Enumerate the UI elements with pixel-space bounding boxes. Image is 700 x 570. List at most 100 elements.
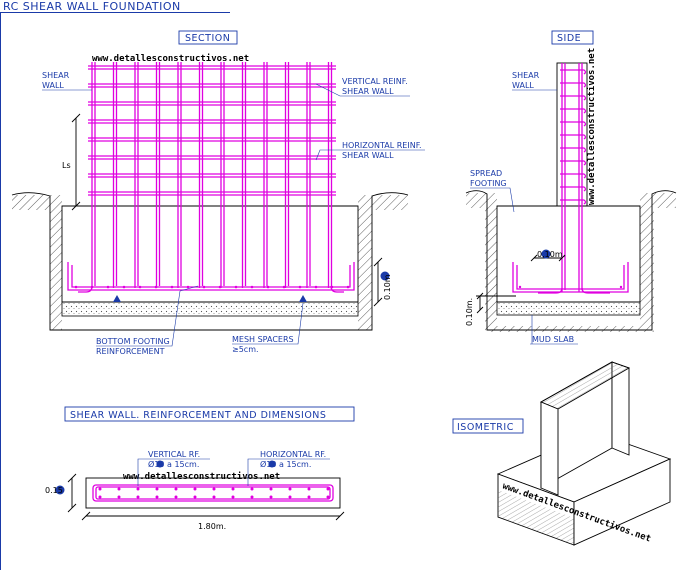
- vertical-rf-leader: [137, 458, 210, 486]
- thickness-dim-label: 0.15: [45, 486, 63, 495]
- mesh-spacers-label-2: ≥5cm.: [232, 345, 259, 354]
- mud-slab-label: MUD SLAB: [532, 335, 574, 344]
- plan-bar-dot-top-9: [250, 487, 254, 491]
- isometric-title-box: [452, 418, 524, 434]
- section-bar-dot-2: [90, 285, 94, 289]
- thickness-dim-tick-1: [67, 473, 77, 483]
- section-bar-dot-10: [218, 285, 222, 289]
- section-view: SECTION www.detallesconstructivos.net Ls…: [11, 30, 425, 356]
- side-tie-5: [560, 121, 587, 127]
- side-tie-8: [560, 160, 587, 166]
- side-horizontal-ties: [560, 69, 587, 205]
- section-ground-hatch: [12, 195, 408, 330]
- section-bar-dot-6: [154, 285, 158, 289]
- mesh-spacers-label-1: MESH SPACERS: [232, 335, 294, 344]
- plan-bar-dot-top-1: [98, 487, 102, 491]
- section-mesh-spacer-right: [299, 295, 307, 302]
- plan-bar-dot-top-3: [136, 487, 140, 491]
- side-spacing-dim-label: 0.10m.: [537, 250, 565, 259]
- section-bar-dot-5: [138, 285, 142, 289]
- side-tie-4: [560, 108, 587, 114]
- plan-bar-dot-top-11: [288, 487, 292, 491]
- plan-bar-dot-bottom-13: [326, 495, 330, 499]
- side-tie-2: [560, 82, 587, 88]
- plan-bar-dot-bottom-5: [174, 495, 178, 499]
- plan-title-box: [64, 406, 355, 422]
- side-footing: [496, 205, 641, 303]
- side-tie-3: [560, 95, 587, 101]
- plan-bar-dot-bottom-9: [250, 495, 254, 499]
- plan-bar-dot-top-7: [212, 487, 216, 491]
- iso-wall-end: [540, 401, 559, 496]
- plan-bar-dot-bottom-2: [117, 495, 121, 499]
- iso-footing-right-face: [573, 458, 671, 546]
- spread-footing-leader: [470, 187, 515, 213]
- length-dim-tick-2: [335, 511, 345, 521]
- side-title: SIDE: [557, 33, 581, 44]
- plan-bar-dot-top-8: [231, 487, 235, 491]
- section-shear-wall-label-2: WALL: [42, 81, 64, 90]
- section-bar-dot-3: [106, 285, 110, 289]
- section-bottom-bar-dots: [74, 285, 350, 289]
- side-tie-10: [560, 186, 587, 192]
- spread-footing-label-1: SPREAD: [470, 169, 502, 178]
- plan-bar-dot-top-5: [174, 487, 178, 491]
- thickness-dim-bubble: [55, 485, 65, 495]
- section-bar-dot-11: [234, 285, 238, 289]
- vertical-rf-label-1: VERTICAL RF.: [148, 450, 200, 459]
- ls-dim-label: Ls: [62, 161, 71, 170]
- section-title-box: [178, 30, 238, 45]
- plan-wall: [85, 477, 341, 509]
- section-bottom-reinforcement-inner: [71, 265, 351, 288]
- section-shear-wall-label-1: SHEAR: [42, 71, 70, 80]
- vertical-rf-bubble: [156, 460, 164, 468]
- ls-dim-tick-top: [71, 113, 81, 123]
- section-bar-dot-14: [282, 285, 286, 289]
- section-bar-dot-13: [266, 285, 270, 289]
- side-tie-1: [560, 69, 587, 75]
- plan-bar-dot-bottom-1: [98, 495, 102, 499]
- side-bottom-reinforcement-inner: [516, 265, 625, 290]
- horizontal-rf-leader: [247, 458, 330, 486]
- section-mesh-spacer-left: [113, 295, 121, 302]
- plan-watermark: www.detallesconstructivos.net: [123, 471, 280, 482]
- horizontal-rf-label-1: HORIZONTAL RF.: [260, 450, 326, 459]
- thickness-dim-tick-2: [67, 503, 77, 513]
- section-bar-dot-4: [122, 285, 126, 289]
- plan-bar-dot-top-10: [269, 487, 273, 491]
- plan-bar-dot-top-6: [193, 487, 197, 491]
- plan-reinforcement-loop: [92, 484, 334, 502]
- plan-bar-dot-top-2: [117, 487, 121, 491]
- section-bar-dot-12: [250, 285, 254, 289]
- horizontal-reinf-label-1: HORIZONTAL REINF.: [342, 141, 422, 150]
- horizontal-rf-bubble: [268, 460, 276, 468]
- side-tie-6: [560, 134, 587, 140]
- section-bar-dot-1: [74, 285, 78, 289]
- horizontal-reinf-label-2: SHEAR WALL: [342, 151, 394, 160]
- vertical-reinf-leader: [315, 83, 410, 97]
- iso-footing-left-hatch: [498, 490, 574, 545]
- section-bar-dot-15: [298, 285, 302, 289]
- spread-footing-label-2: FOOTING: [470, 179, 507, 188]
- plan-reinforcement-loop-inner: [95, 486, 331, 500]
- plan-bar-dot-bottom-12: [307, 495, 311, 499]
- side-shear-wall-label-2: WALL: [512, 81, 534, 90]
- side-title-box: [551, 30, 594, 45]
- side-cover-dim-tick-2: [476, 306, 484, 314]
- side-mud-slab: [496, 301, 641, 316]
- side-tie-7: [560, 147, 587, 153]
- plan-bar-dot-bottom-7: [212, 495, 216, 499]
- section-excavation-outline: [11, 192, 409, 331]
- plan-view: SHEAR WALL. REINFORCEMENT AND DIMENSIONS…: [45, 406, 355, 531]
- section-bottom-reinforcement: [67, 262, 355, 291]
- side-tie-9: [560, 173, 587, 179]
- bottom-footing-leader: [96, 290, 181, 347]
- side-watermark: www.detallesconstructivos.net: [586, 48, 597, 205]
- side-tie-11: [560, 199, 587, 205]
- sheet-title: RC SHEAR WALL FOUNDATION: [3, 0, 181, 13]
- section-watermark: www.detallesconstructivos.net: [92, 53, 249, 64]
- vertical-reinf-label-2: SHEAR WALL: [342, 87, 394, 96]
- plan-bar-dot-top-4: [155, 487, 159, 491]
- plan-bar-dots: [98, 487, 330, 499]
